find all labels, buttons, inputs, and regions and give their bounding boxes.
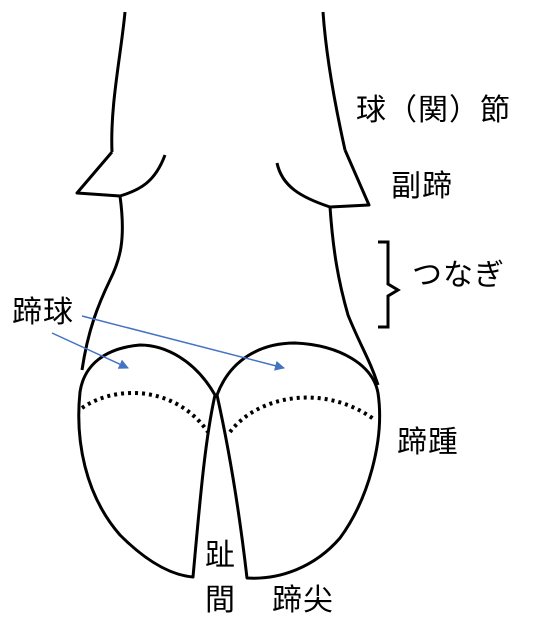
label-pastern: つなぎ: [412, 261, 505, 291]
pastern-bracket: [378, 242, 398, 327]
leg-right-outline: [323, 12, 345, 150]
label-fetlock: 球（関）節: [356, 96, 511, 126]
pastern-left-outline: [82, 196, 122, 370]
label-dewclaw: 副蹄: [391, 172, 453, 202]
label-bulb: 蹄球: [12, 298, 74, 328]
dewclaw-right: [277, 150, 369, 207]
label-interdigital-bottom: 間: [205, 586, 236, 616]
label-interdigital-top: 趾: [205, 541, 236, 571]
sole-line-right: [230, 398, 375, 432]
claw-right: [217, 343, 380, 578]
label-heel: 蹄踵: [397, 428, 459, 458]
claw-left: [79, 345, 215, 577]
label-toe: 蹄尖: [272, 586, 334, 616]
leg-left-outline: [112, 12, 125, 152]
dewclaw-left: [77, 152, 165, 196]
sole-line-left: [82, 393, 208, 432]
